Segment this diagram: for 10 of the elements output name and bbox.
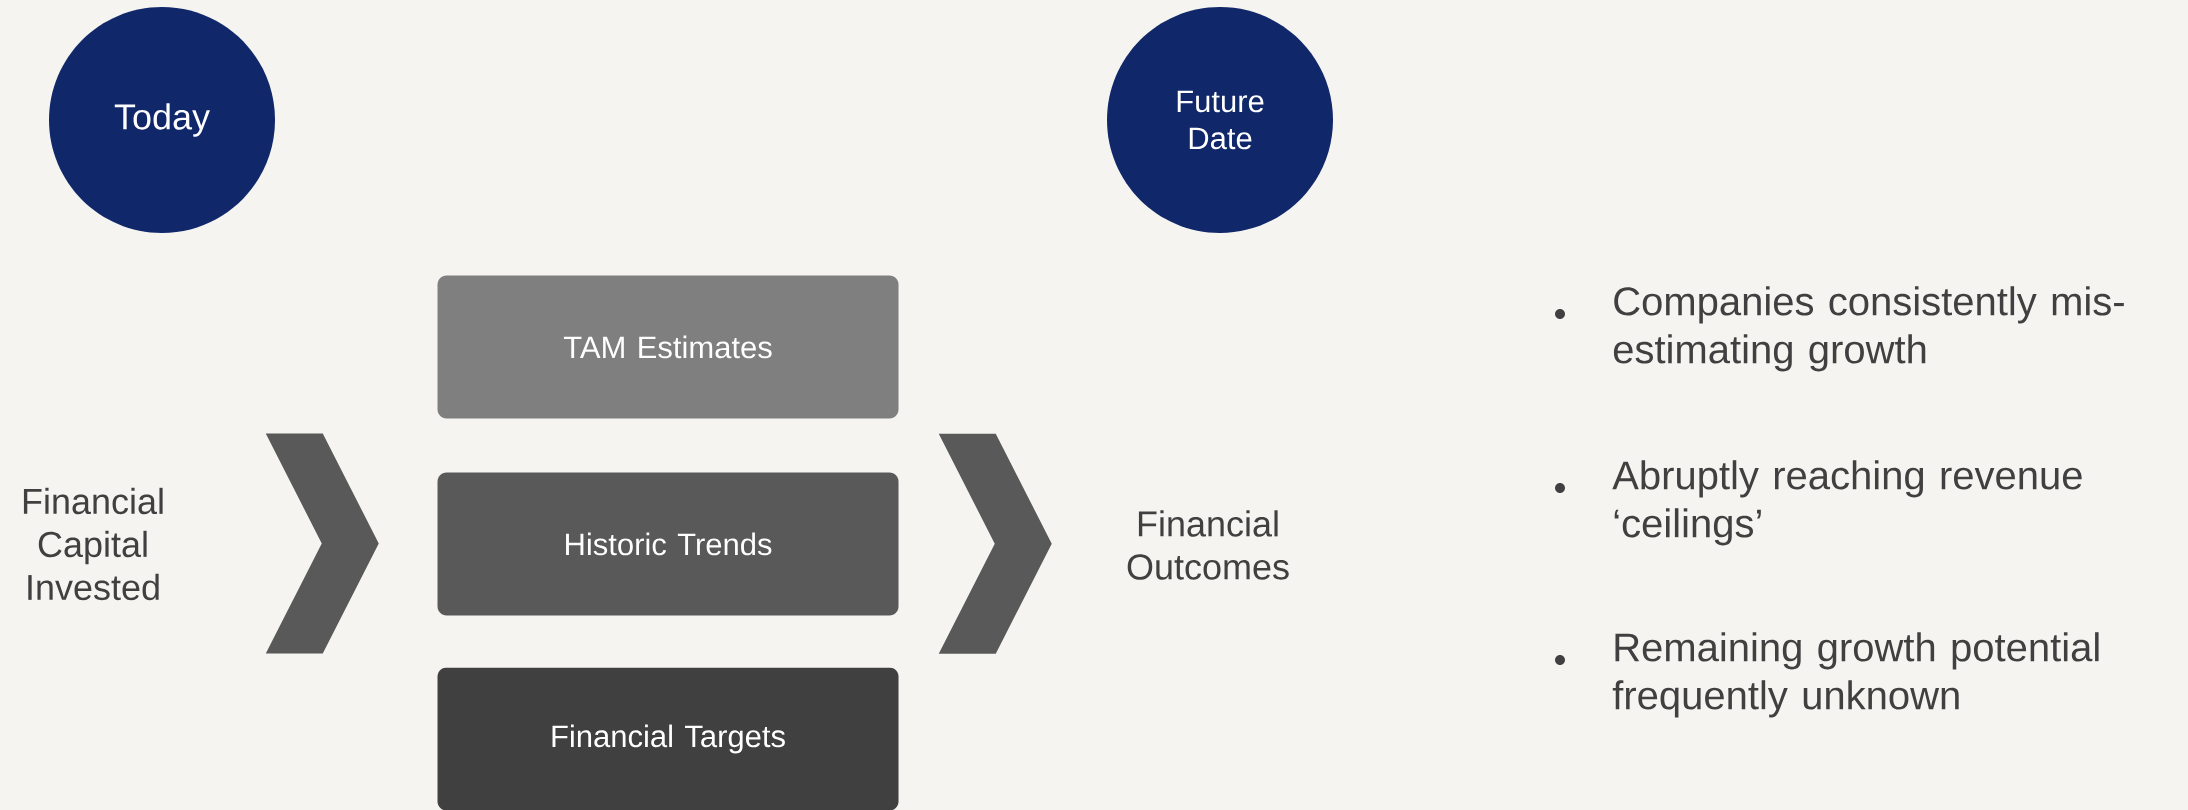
bullet-text: Remaining growth potential frequently unknown bbox=[1612, 632, 2099, 718]
stage-label: Financial Outcomes bbox=[1127, 510, 1289, 580]
bullet-text: Companies consistently mis-estimating growth bbox=[1613, 286, 2124, 372]
process-box: TAM Estimates bbox=[437, 275, 899, 419]
chevron-arrow bbox=[265, 433, 379, 654]
bullet-text: Abruptly reaching revenue ‘ceilings’ bbox=[1612, 460, 2082, 546]
process-box: Financial Targets bbox=[437, 667, 899, 810]
stage-label: Financial Capital Invested bbox=[23, 487, 163, 601]
process-box: Historic Trends bbox=[437, 472, 899, 616]
chevron-arrow bbox=[938, 433, 1052, 654]
